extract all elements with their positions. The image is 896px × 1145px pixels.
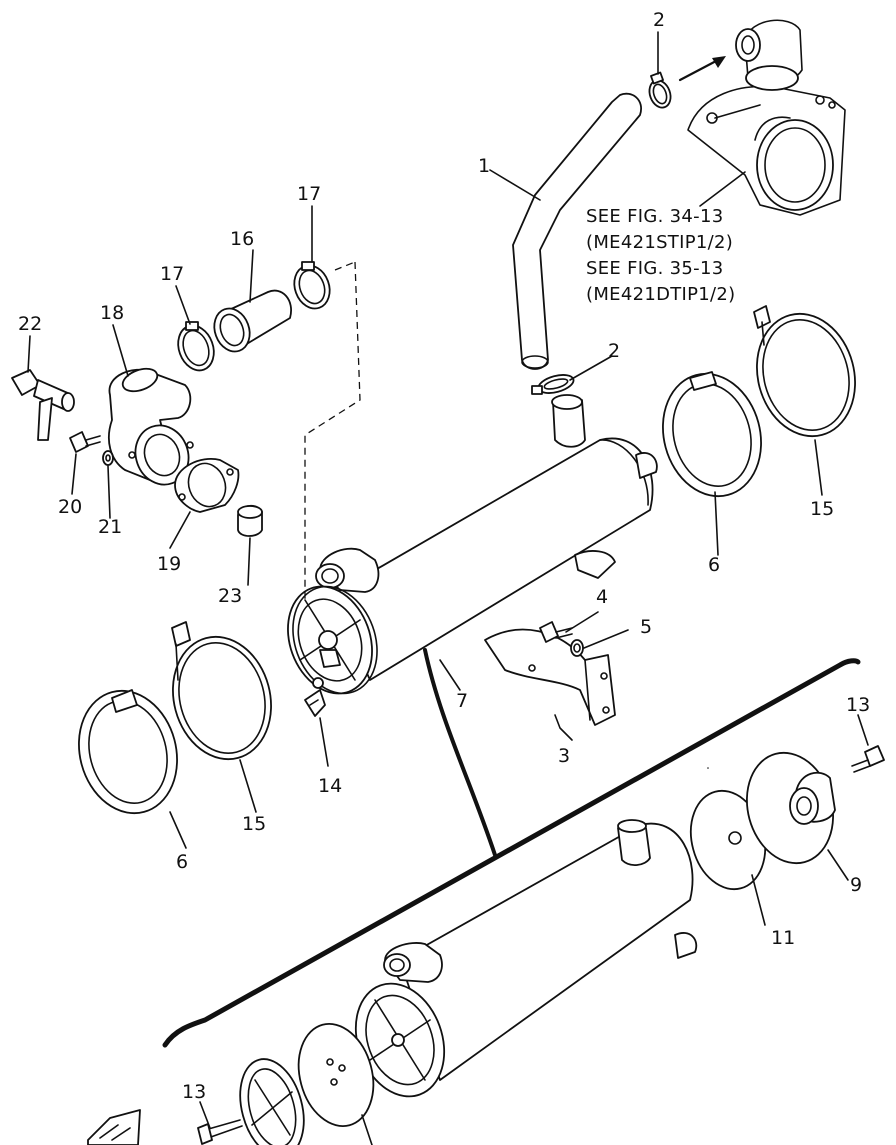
callout-20: 20 — [58, 496, 82, 518]
callout-15-right: 15 — [810, 498, 834, 520]
assembly-guide-line — [304, 261, 361, 600]
detail-leader-7 — [423, 648, 497, 857]
fitting-body-18 — [108, 367, 194, 486]
callout-5: 5 — [640, 616, 652, 638]
reference-line-2: (ME421STIP1/2) — [586, 232, 733, 253]
callout-23: 23 — [218, 585, 242, 607]
callout-18: 18 — [100, 302, 124, 324]
detail-inset-divider — [162, 658, 861, 1048]
callout-17-right: 17 — [297, 183, 321, 205]
bolt-20 — [69, 431, 101, 453]
hose-clamp-2-top — [648, 71, 672, 109]
arrow-to-elbow — [678, 58, 720, 82]
assembly-guide-line-2 — [334, 261, 356, 271]
callout-1: 1 — [478, 155, 490, 177]
callout-15-left: 15 — [242, 813, 266, 835]
hose-clamp-17-right — [293, 261, 331, 310]
clamp-band-6-right — [662, 371, 762, 498]
callout-3: 3 — [558, 745, 570, 767]
drain-cock-22 — [11, 369, 75, 441]
hose-clamp-17-left — [177, 321, 215, 372]
callout-7: 7 — [456, 690, 468, 712]
callout-22: 22 — [18, 313, 42, 335]
detail-bolt-13-right — [851, 745, 885, 773]
mounting-bracket-3 — [484, 628, 616, 726]
clamp-band-6-left — [78, 689, 178, 815]
arrowhead — [712, 56, 726, 68]
exhaust-elbow-reference — [687, 19, 846, 216]
detail-cover-9 — [746, 751, 836, 865]
detail-cover-left — [239, 1058, 305, 1145]
washer-21 — [102, 450, 114, 466]
reference-line-3: SEE FIG. 35-13 — [586, 258, 723, 279]
hose-16 — [213, 289, 292, 353]
reference-line-1: SEE FIG. 34-13 — [586, 206, 723, 227]
callout-4: 4 — [596, 586, 608, 608]
reference-line-4: (ME421DTIP1/2) — [586, 284, 736, 305]
callout-6-left: 6 — [176, 851, 188, 873]
callout-19: 19 — [157, 553, 181, 575]
bolt-4 — [539, 621, 573, 643]
hose-band-15-left — [171, 621, 272, 761]
callout-6-right: 6 — [708, 554, 720, 576]
callout-16: 16 — [230, 228, 254, 250]
detail-heat-exchanger-body — [354, 819, 698, 1098]
callout-21: 21 — [98, 516, 122, 538]
hose-clamp-2-lower — [531, 374, 575, 395]
callout-14: 14 — [318, 775, 342, 797]
callout-11: 11 — [771, 927, 795, 949]
detail-plate-left — [297, 1023, 375, 1127]
detail-bolt-13-left — [197, 1119, 243, 1145]
callout-13-right: 13 — [846, 694, 870, 716]
heat-exchanger-body-7 — [287, 394, 658, 695]
gasket-19 — [174, 458, 240, 513]
callout-labels: 2 1 2 16 17 17 18 22 20 21 19 23 4 5 3 7… — [18, 9, 870, 1103]
callout-13-left: 13 — [182, 1081, 206, 1103]
hose-band-15-right — [753, 305, 856, 438]
plug-23 — [237, 505, 263, 537]
callout-17-left: 17 — [160, 263, 184, 285]
callout-2-top: 2 — [653, 9, 665, 31]
callout-9: 9 — [850, 874, 862, 896]
callout-2-lower: 2 — [608, 340, 620, 362]
washer-5 — [570, 639, 584, 657]
drain-plug-14 — [304, 677, 326, 717]
leader-lines — [27, 31, 869, 1145]
detail-arrow-mark — [87, 1109, 141, 1145]
figure-references: SEE FIG. 34-13 (ME421STIP1/2) SEE FIG. 3… — [586, 206, 736, 305]
